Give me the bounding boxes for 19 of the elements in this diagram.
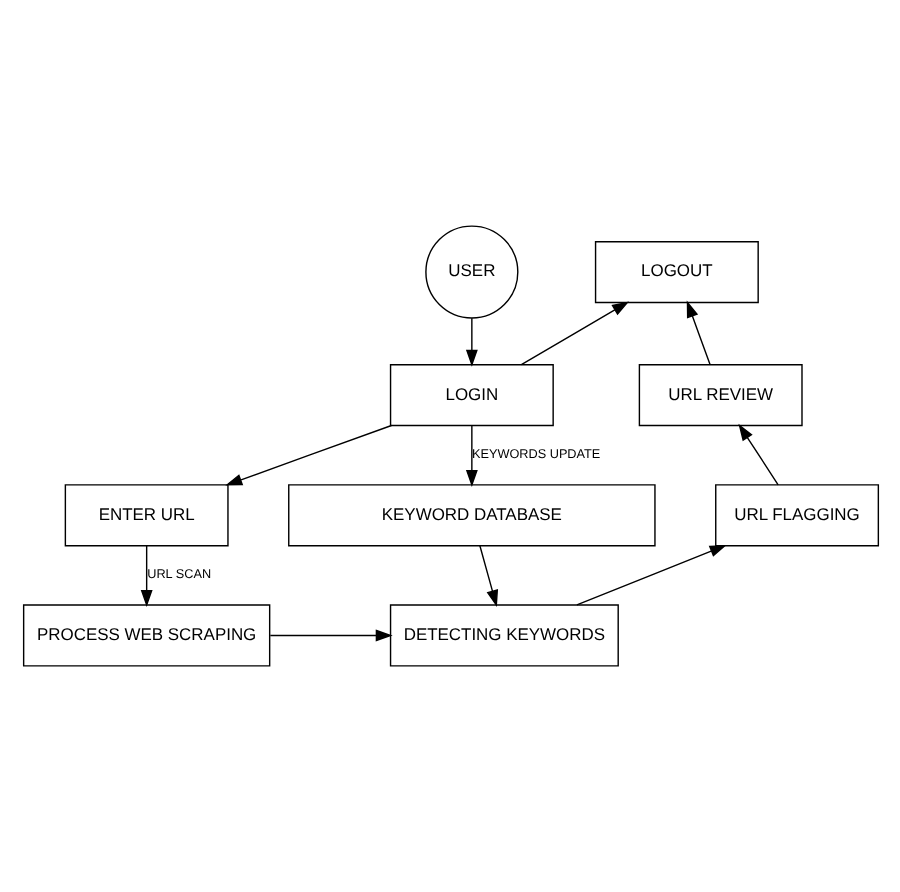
arrow (224, 424, 392, 486)
node-circle: USER (424, 225, 518, 319)
node-box: URL REVIEW (637, 364, 802, 427)
arrow (464, 424, 477, 487)
arrow (737, 423, 778, 486)
node-box: LOGIN (388, 364, 553, 427)
arrow (519, 301, 629, 366)
node-box: ENTER URL (63, 484, 228, 547)
node-box: URL FLAGGING (714, 484, 879, 547)
arrow (575, 544, 726, 606)
arrow (464, 317, 477, 367)
arrow (139, 545, 152, 608)
node-box: PROCESS WEB SCRAPING (21, 604, 270, 667)
node-box: LOGOUT (593, 241, 758, 304)
node-box: KEYWORD DATABASE (287, 484, 655, 547)
arrow (685, 300, 710, 366)
arrow (478, 545, 498, 607)
arrow (268, 629, 392, 642)
node-box: DETECTING KEYWORDS (388, 604, 618, 667)
